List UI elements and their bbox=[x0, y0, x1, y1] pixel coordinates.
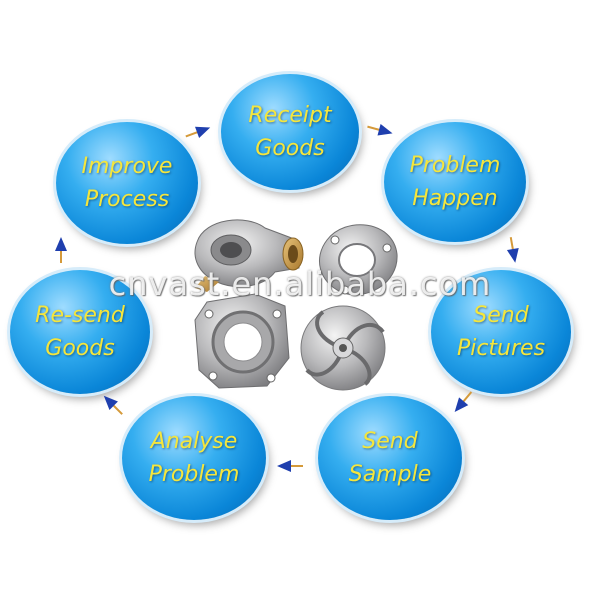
step-label: Analyse Problem bbox=[148, 429, 240, 487]
impeller-image bbox=[300, 305, 386, 391]
step-label: Improve Process bbox=[81, 154, 173, 212]
step-improve-process: Improve Process bbox=[56, 122, 198, 244]
step-label: Re-send Goods bbox=[35, 303, 125, 361]
product-parts-image bbox=[194, 219, 398, 391]
arrow-icon bbox=[55, 237, 67, 263]
step-label: Send Pictures bbox=[456, 303, 546, 361]
step-analyse-problem: Analyse Problem bbox=[122, 396, 266, 520]
step-send-pictures: Send Pictures bbox=[431, 270, 571, 394]
arrow-icon bbox=[506, 237, 519, 263]
flange-ring-image bbox=[319, 224, 398, 296]
step-label: Receipt Goods bbox=[248, 103, 332, 161]
step-label: Problem Happen bbox=[409, 153, 501, 211]
arrow-icon bbox=[454, 391, 473, 412]
step-problem-happen: Problem Happen bbox=[384, 122, 526, 242]
step-send-sample: Send Sample bbox=[318, 396, 462, 520]
pump-bracket-image bbox=[194, 293, 290, 389]
arrow-icon bbox=[277, 460, 303, 472]
arrow-icon bbox=[103, 395, 123, 415]
arrow-icon bbox=[367, 123, 393, 136]
pump-casing-image bbox=[194, 219, 304, 292]
step-label: Send Sample bbox=[348, 429, 432, 487]
step-receipt-goods: Receipt Goods bbox=[221, 74, 359, 190]
arrow-icon bbox=[185, 126, 211, 138]
step-re-send-goods: Re-send Goods bbox=[10, 270, 150, 394]
